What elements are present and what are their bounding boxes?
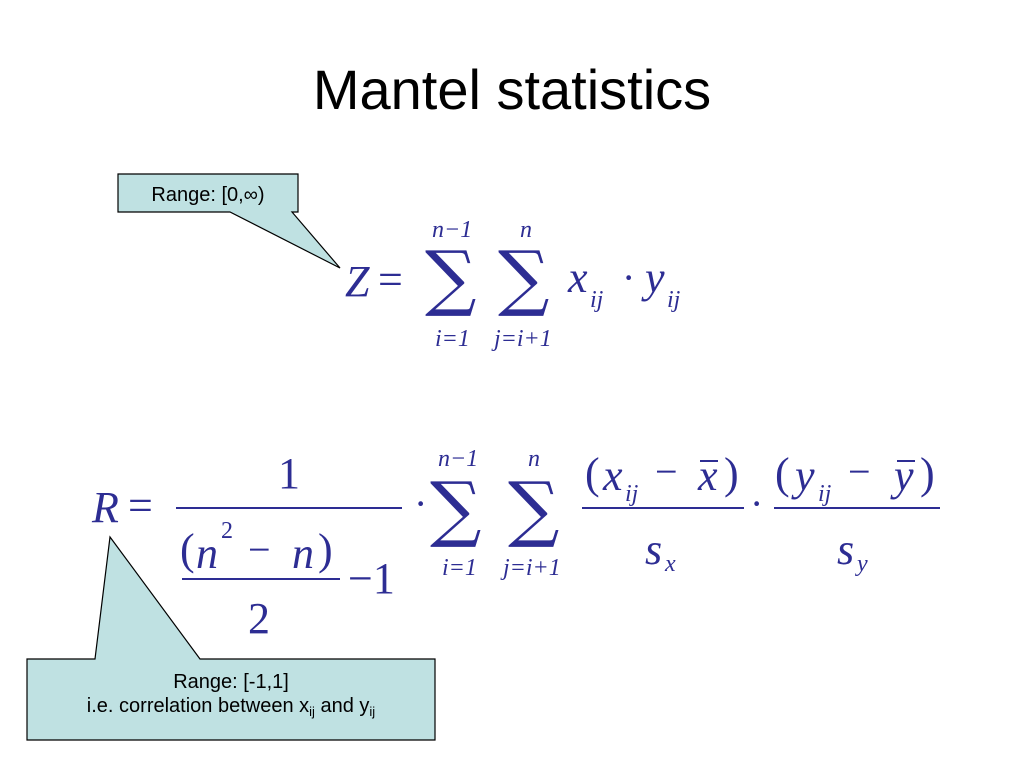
r-xbar-overline bbox=[700, 460, 718, 462]
r-sum1-sigma: ∑ bbox=[430, 466, 482, 550]
r-lhs: R bbox=[92, 483, 119, 532]
r-dot2: · bbox=[750, 481, 764, 526]
r-y-fraction-bar bbox=[774, 507, 940, 509]
z-lhs: Z bbox=[345, 257, 370, 306]
r-square: 2 bbox=[221, 518, 233, 544]
r-minus: − bbox=[248, 527, 271, 572]
r-n2: n bbox=[292, 529, 314, 578]
r-xnum-xbar: x bbox=[698, 451, 718, 500]
slide-title: Mantel statistics bbox=[312, 58, 712, 121]
z-x: x bbox=[568, 253, 588, 302]
r-ynum-open: ( bbox=[775, 449, 790, 498]
r-inner-fraction-bar bbox=[182, 578, 340, 580]
z-y: y bbox=[645, 253, 665, 302]
r-main-fraction-bar bbox=[176, 507, 402, 509]
r-ybar-overline bbox=[897, 460, 915, 462]
r-yden-sub: y bbox=[857, 551, 868, 577]
r-sum2-sigma: ∑ bbox=[508, 466, 560, 550]
z-sum2-lower: j=i+1 bbox=[494, 326, 552, 352]
r-sum1-upper: n−1 bbox=[438, 446, 479, 472]
r-range-line2: i.e. correlation between xij and yij bbox=[86, 695, 376, 719]
z-sum1-sigma: ∑ bbox=[425, 235, 477, 319]
z-sum2-sigma: ∑ bbox=[498, 235, 550, 319]
r-x-fraction-bar bbox=[582, 507, 744, 509]
z-range-callout-shape bbox=[117, 173, 341, 269]
z-range-label: Range: [0,∞) bbox=[151, 184, 265, 206]
z-sum1-upper: n−1 bbox=[432, 217, 473, 243]
r-sum2-upper: n bbox=[528, 446, 540, 472]
z-sum1-lower: i=1 bbox=[435, 326, 470, 352]
r-xnum-close: ) bbox=[724, 449, 739, 498]
r-dot1: · bbox=[414, 481, 428, 526]
r-range-label: Range: [-1,1] i.e. correlation between x… bbox=[27, 670, 435, 720]
z-sum2-upper: n bbox=[520, 217, 532, 243]
z-x-sub: ij bbox=[590, 287, 604, 313]
r-numerator-one: 1 bbox=[278, 449, 300, 498]
r-ynum-ybar: y bbox=[894, 451, 914, 500]
r-ynum-sub: ij bbox=[818, 481, 832, 507]
r-ynum-close: ) bbox=[920, 449, 935, 498]
r-paren-close: ) bbox=[318, 525, 333, 574]
r-sum1-lower: i=1 bbox=[442, 555, 477, 581]
r-range-line1: Range: [-1,1] bbox=[173, 671, 289, 693]
r-ynum-minus: − bbox=[848, 449, 871, 494]
r-minus-one: −1 bbox=[348, 554, 395, 603]
r-xden-sub: x bbox=[665, 551, 676, 577]
r-xden-s: s bbox=[645, 525, 663, 574]
r-range-callout-shape bbox=[26, 535, 436, 741]
r-xnum-sub: ij bbox=[625, 481, 639, 507]
r-xnum-open: ( bbox=[585, 449, 600, 498]
r-xnum-minus: − bbox=[655, 449, 678, 494]
z-equals: = bbox=[378, 255, 403, 304]
r-n: n bbox=[196, 529, 218, 578]
r-yden-s: s bbox=[837, 525, 855, 574]
r-ynum-y: y bbox=[795, 451, 815, 500]
r-paren-open: ( bbox=[180, 525, 195, 574]
z-y-sub: ij bbox=[667, 287, 681, 313]
z-dot: · bbox=[622, 255, 636, 300]
r-sum2-lower: j=i+1 bbox=[503, 555, 561, 581]
r-equals: = bbox=[128, 481, 153, 530]
r-xnum-x: x bbox=[603, 451, 623, 500]
r-two: 2 bbox=[248, 594, 270, 643]
